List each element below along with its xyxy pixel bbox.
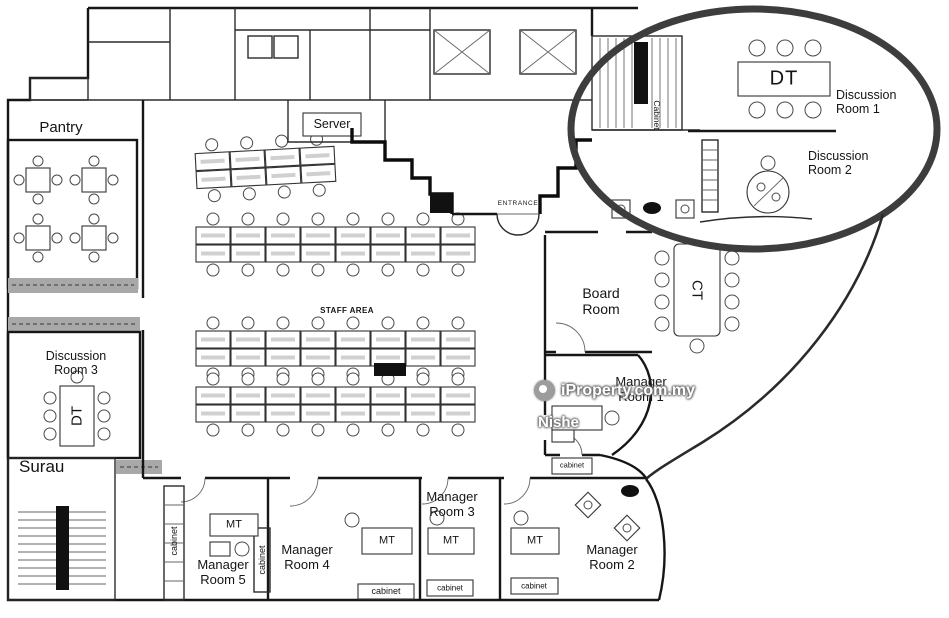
room-label-pantry: Pantry (39, 119, 83, 136)
cabinet-label-room3: cabinet (437, 583, 463, 593)
table-label-mt-room2: MT (527, 534, 543, 547)
stairs-top-right (591, 35, 700, 131)
iproperty-logo-dot-icon (539, 385, 547, 393)
room-label-discussion-3: Discussion Room 3 (45, 349, 107, 378)
room-label-manager-2: Manager Room 2 (586, 542, 638, 572)
table-label-mt-room4: MT (379, 534, 395, 547)
table-label-dt-room3: DT (68, 406, 86, 426)
room-label-manager-3: Manager Room 3 (426, 489, 478, 519)
discussion-room-1-table (737, 39, 831, 119)
table-label-mt-room5: MT (226, 518, 242, 531)
bottom-rooms-walls (163, 478, 502, 601)
room-label-server: Server (313, 116, 351, 131)
outer-walls (6, 6, 659, 602)
room-label-discussion-2: Discussion Room 2 (808, 149, 869, 178)
room-label-surau: Surau (19, 457, 65, 476)
room-label-manager-1: Manager Room 1 (615, 374, 667, 404)
pantry-room (6, 138, 139, 290)
room-label-entrance: ENTRANCE (497, 200, 539, 207)
cabinet-top-right (701, 139, 719, 213)
staff-area-walls (141, 100, 648, 507)
room-label-discussion-1: Discussion Room 1 (836, 88, 897, 117)
top-rooms (29, 8, 592, 101)
manager-room-3-furniture (426, 510, 475, 597)
room-label-manager-5: Manager Room 5 (197, 557, 249, 587)
cabinet-label-room1: cabinet (559, 460, 585, 470)
staff-desk-bank-4 (194, 371, 477, 438)
table-label-dt-room1: DT (769, 67, 799, 90)
cabinet-label-top-right: Cabinet (651, 100, 662, 130)
table-label-mt-room3: MT (443, 534, 459, 547)
surau-room (7, 457, 116, 601)
manager-room-4-furniture (344, 512, 415, 600)
wall-hatch-bands (8, 278, 162, 474)
curved-facade-lower (645, 213, 885, 480)
board-room-walls (543, 230, 652, 354)
cabinet-label-strip: cabinet (168, 526, 179, 556)
entrance-door (452, 212, 540, 236)
curved-facade-ellipse (567, 5, 941, 253)
core-wall-right (538, 138, 592, 214)
watermark-brand: iProperty.com.my (561, 381, 695, 399)
discussion-room-2-table (699, 155, 813, 223)
cabinet-label-between-rooms: cabinet (256, 545, 267, 575)
staff-desk-bank-2 (194, 211, 477, 278)
iproperty-logo-icon (534, 380, 555, 401)
discussion-room-3 (6, 330, 142, 460)
cabinet-label-room4: cabinet (371, 585, 401, 596)
room-label-board-room: Board Room (582, 285, 620, 317)
staff-desk-bank-1 (194, 132, 336, 202)
board-room-table (654, 243, 740, 354)
staff-desk-bank-3 (194, 315, 477, 382)
curved-wall-manager2 (645, 478, 666, 601)
manager-room-2-furniture (510, 485, 641, 595)
column-block-core (430, 193, 452, 213)
watermark-agent: Nishe (538, 414, 579, 431)
manager-room-5-furniture (209, 513, 259, 557)
room-label-manager-4: Manager Room 4 (281, 542, 333, 572)
cabinet-label-room2: cabinet (521, 581, 547, 591)
room-label-staff-area: STAFF AREA (320, 306, 374, 315)
table-label-ct: CT (688, 280, 706, 300)
watermark: iProperty.com.my (534, 380, 695, 401)
column-block-mid (374, 363, 406, 376)
